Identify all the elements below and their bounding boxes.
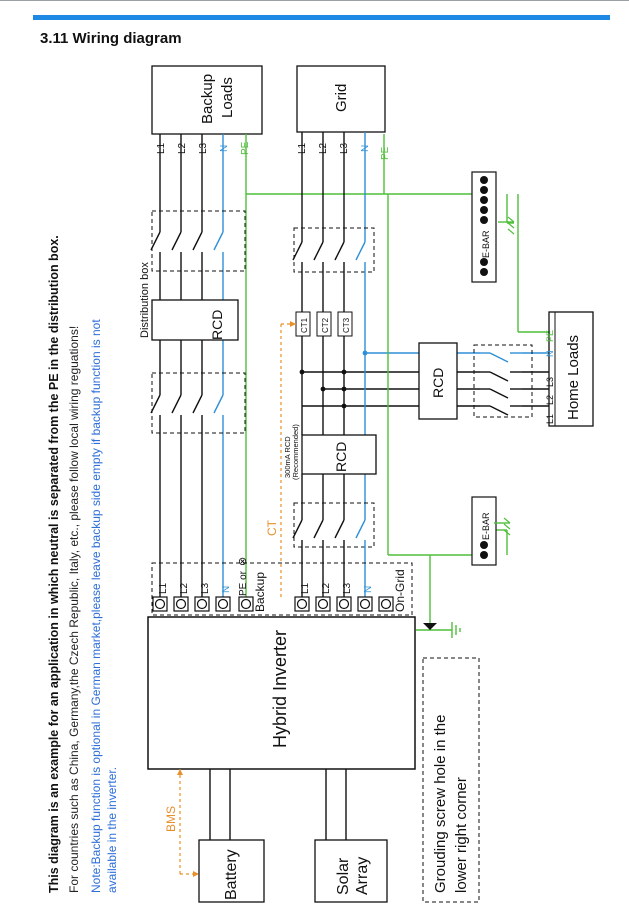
backup-loads-label-1: Backup: [199, 74, 216, 124]
grounding-note-1: Grouding screw hole in the: [432, 715, 449, 893]
terminal-strip-box: [151, 562, 413, 616]
term-grid-n: N: [363, 586, 374, 593]
top-rule: [0, 0, 629, 1]
solar-label-2: Array: [354, 857, 371, 895]
ct3-label: CT3: [342, 317, 351, 333]
backup-loads-box: Backup Loads: [151, 65, 263, 135]
home-rcd: RCD: [418, 342, 458, 420]
ct-arrow-head: [290, 321, 296, 327]
backup-l1-label: L1: [156, 142, 167, 154]
backup-n-label: N: [219, 145, 230, 152]
ebar-bottom: E-BAR: [471, 496, 511, 566]
grid-lower-breaker: [292, 509, 366, 553]
section-title: 3.11 Wiring diagram: [40, 30, 182, 47]
ground-arrow-icon: [423, 623, 437, 630]
grid-box: Grid: [296, 65, 386, 133]
backup-breaker-bottom: [150, 384, 224, 428]
backup-phase-wires: [159, 134, 203, 597]
ct1-label: CT1: [300, 317, 309, 333]
term-grid-l1: L1: [300, 582, 311, 594]
earth-symbol-icon: ⊗: [237, 557, 249, 566]
grid-lower-breaker-box: [293, 502, 375, 548]
ct-sensors: CT1 CT2 CT3: [295, 311, 353, 337]
grid-pe-label: PE: [380, 146, 391, 160]
term-backup-pe: PE or: [238, 570, 249, 596]
home-n-label: N: [545, 351, 555, 358]
backup-l3-label: L3: [198, 142, 209, 154]
term-ongrid-label: On-Grid: [393, 569, 407, 612]
home-loads-label: Home Loads: [565, 335, 582, 420]
backup-breaker-top: [150, 221, 224, 265]
home-l2-label: L2: [545, 395, 555, 405]
bms-arrow-up: [177, 769, 183, 775]
term-grid-l2: L2: [321, 582, 332, 594]
term-backup-l1: L1: [158, 582, 169, 594]
home-breaker: [479, 352, 523, 416]
home-l1-label: L1: [545, 414, 555, 424]
hybrid-inverter-label: Hybrid Inverter: [270, 630, 290, 748]
note-line-3: Note:Backup function is optional in Germ…: [89, 319, 103, 893]
grounding-note-2: lower right corner: [453, 777, 470, 893]
home-breaker-box: [473, 344, 533, 418]
term-backup-l3: L3: [200, 582, 211, 594]
term-backup-l2: L2: [179, 582, 190, 594]
dc-wires: [209, 769, 347, 840]
note-line-4: available in the inverter.: [105, 767, 119, 893]
backup-loads-label-2: Loads: [219, 77, 236, 118]
home-l3-label: L3: [545, 377, 555, 387]
term-grid-l3: L3: [342, 582, 353, 594]
term-backup-label: Backup: [253, 572, 267, 612]
grounding-note: Grouding screw hole in the lower right c…: [422, 657, 480, 903]
bms-signal-line: [179, 769, 196, 875]
solar-array-box: Solar Array: [314, 839, 388, 903]
home-loads-box: Home Loads L1 L2 L3 N PE: [545, 311, 594, 427]
ground-symbol-icon: [451, 622, 461, 638]
home-pe-label: PE: [545, 330, 555, 342]
bms-arrow-right: [193, 871, 199, 877]
backup-rcd-label: RCD: [209, 310, 225, 340]
term-backup-n: N: [221, 586, 232, 593]
ct-label: CT: [265, 519, 279, 536]
ebar-bottom-label: E-BAR: [481, 512, 491, 540]
grid-rcd: RCD 300mA RCD (Recommended): [283, 424, 377, 480]
note-line-1: This diagram is an example for an applic…: [47, 235, 61, 893]
ct2-label: CT2: [321, 317, 330, 333]
distribution-box-label: Distribution box: [139, 262, 151, 338]
rcd-note-2: (Recommended): [291, 424, 300, 480]
grid-main-breaker: [292, 231, 366, 275]
terminal-labels: L1 L2 L3 N PE or ⊗ Backup L1 L2 L3 N On-…: [158, 557, 407, 612]
cross-branches: [302, 371, 344, 407]
header-bar: [33, 15, 610, 20]
battery-label: Battery: [223, 849, 240, 900]
grid-label: Grid: [333, 84, 350, 112]
hybrid-inverter: Hybrid Inverter: [147, 616, 416, 770]
notes-block: This diagram is an example for an applic…: [47, 235, 119, 893]
home-rcd-label: RCD: [430, 368, 446, 398]
backup-l2-label: L2: [177, 142, 188, 154]
bms-label: BMS: [164, 806, 178, 832]
grid-main-breaker-box: [293, 227, 375, 273]
grid-rcd-label: RCD: [333, 442, 349, 472]
pe-wires: [245, 134, 549, 631]
battery-box: Battery: [198, 839, 265, 903]
solar-label-1: Solar: [335, 857, 352, 895]
backup-rcd: RCD: [151, 299, 239, 341]
distribution-box: Distribution box: [139, 210, 246, 434]
ebar-top-label: E-BAR: [481, 230, 491, 258]
ongrid-terminals: [294, 596, 394, 612]
rcd-note-1: 300mA RCD: [283, 436, 292, 478]
ebar-top: E-BAR: [471, 171, 515, 283]
backup-wire-labels: L1 L2 L3 N PE: [156, 141, 251, 155]
note-line-2: For countries such as China, Germany,the…: [67, 326, 81, 893]
backup-terminals: [152, 596, 254, 612]
